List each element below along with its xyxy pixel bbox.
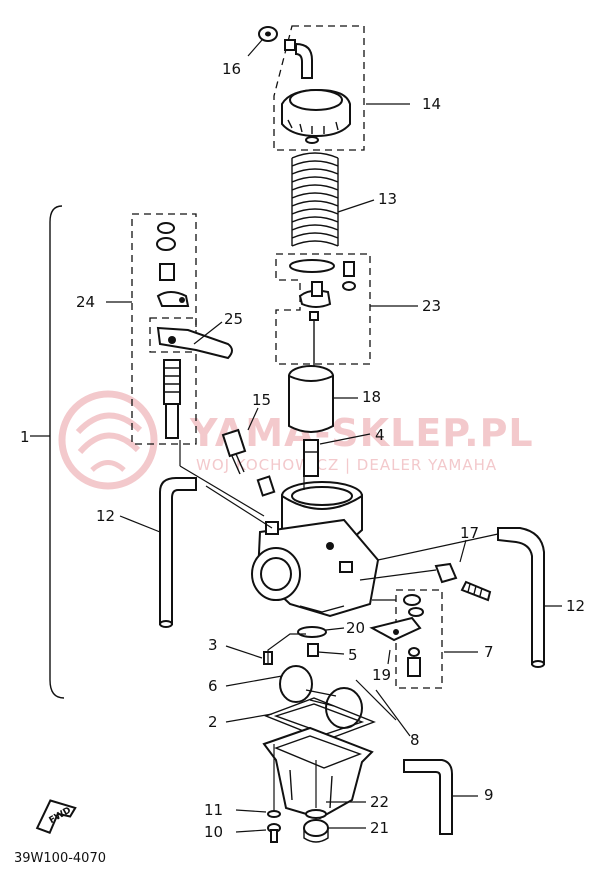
part-9-drain-hose <box>403 759 453 835</box>
part-6-float <box>279 665 363 729</box>
part-16-cap <box>258 26 278 42</box>
callout-labels: 1 2 3 4 5 6 7 8 9 10 11 12 12 13 14 15 1… <box>20 60 585 841</box>
callout-2: 2 <box>208 713 218 731</box>
part-23-needle-group <box>275 253 371 370</box>
callout-13: 13 <box>378 190 397 208</box>
leader-lines <box>106 39 562 833</box>
callout-23: 23 <box>422 297 441 315</box>
watermark-site-text: YAMA-SKLEP.PL <box>189 411 534 455</box>
diagram-code: 39W100-4070 <box>14 851 106 866</box>
part-7-needle-valve <box>395 589 443 689</box>
callout-21: 21 <box>370 819 389 837</box>
part-15-screw <box>221 428 276 497</box>
assembly-bracket <box>49 205 65 699</box>
assembly-lines <box>179 440 499 812</box>
callout-9: 9 <box>484 786 494 804</box>
callout-14: 14 <box>422 95 441 113</box>
part-18-throttle-slide <box>288 365 334 433</box>
callout-3: 3 <box>208 636 218 654</box>
float-bowl <box>262 726 374 820</box>
callout-6: 6 <box>208 677 218 695</box>
callout-11: 11 <box>204 801 223 819</box>
part-10-screw <box>267 823 281 843</box>
part-5-main-jet <box>307 643 319 657</box>
callout-5: 5 <box>348 646 358 664</box>
part-4-needle-jet <box>303 439 319 477</box>
part-14-throttle-cap <box>273 25 365 151</box>
watermark: YAMA-SKLEP.PL WOJ KOCHOWICZ | DEALER YAM… <box>58 390 534 490</box>
callout-19: 19 <box>372 666 391 684</box>
callout-4: 4 <box>375 426 385 444</box>
watermark-logo-icon <box>58 390 158 490</box>
part-24-starter-assembly <box>131 213 197 445</box>
callout-10: 10 <box>204 823 223 841</box>
part-22-gasket <box>305 809 327 819</box>
callout-16: 16 <box>222 60 241 78</box>
part-21-drain-plug <box>303 819 329 843</box>
callout-18: 18 <box>362 388 381 406</box>
part-12-hose-left <box>159 477 197 628</box>
part-20-washer <box>297 626 327 638</box>
callout-7: 7 <box>484 643 494 661</box>
callout-20: 20 <box>346 619 365 637</box>
part-17-pilot-screw <box>434 562 492 602</box>
part-19-float-arm <box>369 616 422 642</box>
callout-12-right: 12 <box>566 597 585 615</box>
callout-1: 1 <box>20 428 30 446</box>
watermark-tagline-text: WOJ KOCHOWICZ | DEALER YAMAHA <box>196 456 497 474</box>
callout-12-left: 12 <box>96 507 115 525</box>
callout-17: 17 <box>460 524 479 542</box>
part-12-hose-right <box>497 527 545 668</box>
callout-25: 25 <box>224 310 243 328</box>
part-13-spring <box>291 152 339 252</box>
callout-22: 22 <box>370 793 389 811</box>
callout-8: 8 <box>410 731 420 749</box>
callout-15: 15 <box>252 391 271 409</box>
callout-24: 24 <box>76 293 95 311</box>
carburetor-body <box>251 481 380 618</box>
fwd-arrow-icon: FWD <box>35 799 77 835</box>
